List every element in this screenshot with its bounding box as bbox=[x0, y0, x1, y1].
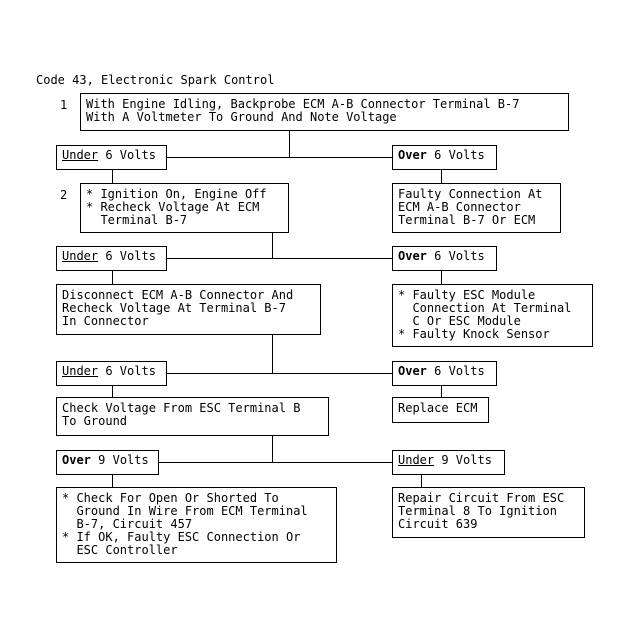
volts-label: 6 Volts bbox=[434, 364, 485, 378]
step-2-box: * Ignition On, Engine Off * Recheck Volt… bbox=[80, 183, 289, 233]
branch-2-over-6-volts: Over 6 Volts bbox=[392, 246, 497, 271]
volts-label: 6 Volts bbox=[434, 249, 485, 263]
volts-label: 6 Volts bbox=[105, 249, 156, 263]
volts-label: 6 Volts bbox=[105, 364, 156, 378]
branch-1-over-6-volts: Over 6 Volts bbox=[392, 145, 497, 170]
step-2-number: 2 bbox=[60, 188, 68, 202]
under-label: Under bbox=[62, 148, 99, 162]
branch-4-over-9-volts: Over 9 Volts bbox=[56, 450, 159, 475]
disconnect-ecm-box: Disconnect ECM A-B Connector And Recheck… bbox=[56, 284, 321, 335]
under-label: Under bbox=[62, 249, 99, 263]
replace-ecm-box: Replace ECM bbox=[392, 397, 489, 423]
branch-2-under-6-volts: Under 6 Volts bbox=[56, 246, 167, 271]
step-1-number: 1 bbox=[60, 98, 68, 112]
over-label: Over bbox=[62, 453, 91, 467]
over-label: Over bbox=[398, 249, 427, 263]
repair-circuit-box: Repair Circuit From ESC Terminal 8 To Ig… bbox=[392, 487, 585, 538]
faulty-esc-module-box: * Faulty ESC Module Connection At Termin… bbox=[392, 284, 593, 347]
over-label: Over bbox=[398, 364, 427, 378]
under-label: Under bbox=[398, 453, 435, 467]
branch-1-under-6-volts: Under 6 Volts bbox=[56, 145, 167, 170]
volts-label: 9 Volts bbox=[98, 453, 149, 467]
faulty-connection-box: Faulty Connection At ECM A-B Connector T… bbox=[392, 183, 561, 233]
under-label: Under bbox=[62, 364, 99, 378]
step-1-box: With Engine Idling, Backprobe ECM A-B Co… bbox=[80, 93, 569, 131]
chart-title: Code 43, Electronic Spark Control bbox=[36, 73, 275, 87]
branch-3-over-6-volts: Over 6 Volts bbox=[392, 361, 497, 386]
volts-label: 9 Volts bbox=[441, 453, 492, 467]
branch-4-under-9-volts: Under 9 Volts bbox=[392, 450, 505, 475]
volts-label: 6 Volts bbox=[105, 148, 156, 162]
branch-3-under-6-volts: Under 6 Volts bbox=[56, 361, 167, 386]
over-label: Over bbox=[398, 148, 427, 162]
volts-label: 6 Volts bbox=[434, 148, 485, 162]
check-voltage-box: Check Voltage From ESC Terminal B To Gro… bbox=[56, 397, 329, 436]
check-open-short-box: * Check For Open Or Shorted To Ground In… bbox=[56, 487, 337, 563]
